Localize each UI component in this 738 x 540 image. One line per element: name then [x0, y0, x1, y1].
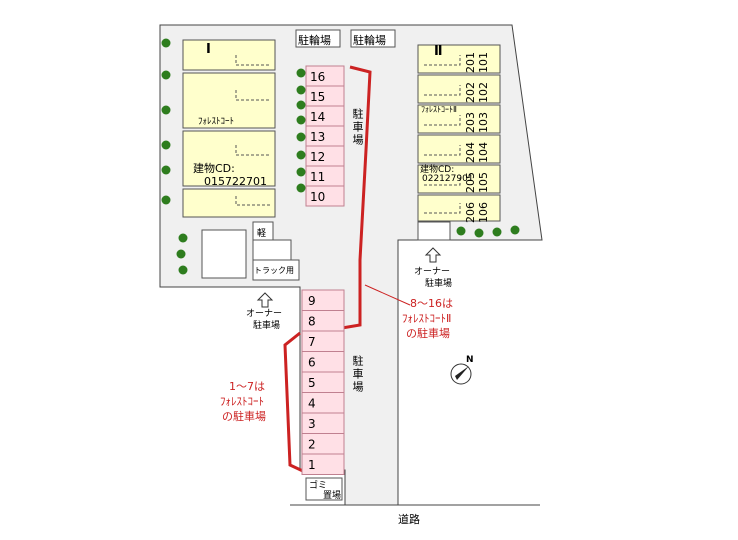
- room-number-101: 101: [477, 52, 490, 73]
- owner-box-2: [417, 221, 451, 241]
- building-1-code-label: 建物CD:: [193, 162, 235, 175]
- garbage-box: [305, 477, 343, 501]
- tree-icon: [296, 100, 306, 110]
- parking-space-10: [305, 185, 345, 207]
- north-compass: [450, 363, 472, 385]
- annotation-1-line1: 1～7は: [229, 380, 265, 393]
- parking-space-number: 11: [310, 170, 325, 184]
- tree-icon: [178, 265, 188, 275]
- room-number-206: 206: [464, 202, 477, 223]
- parking-space-number: 6: [308, 356, 316, 370]
- parking-space-number: 12: [310, 150, 325, 164]
- tree-icon: [296, 132, 306, 142]
- tree-icon: [178, 233, 188, 243]
- room-number-201: 201: [464, 52, 477, 73]
- owner-arrow-1: [256, 292, 274, 308]
- truck-label: トラック用: [254, 266, 294, 275]
- parking-south-label: 駐車場: [351, 355, 364, 394]
- building-2-dividers: [424, 55, 461, 214]
- parking-space-number: 16: [310, 70, 325, 84]
- room-number-103: 103: [477, 112, 490, 133]
- owner-parking-1-line2: 駐車場: [253, 321, 281, 331]
- parking-space-number: 1: [308, 458, 316, 472]
- north-label: N: [466, 355, 474, 365]
- building-1-dividers: [235, 55, 270, 206]
- room-number-204: 204: [464, 142, 477, 163]
- owner-arrow-2: [424, 247, 442, 263]
- kei-label: 軽: [257, 229, 267, 239]
- room-number-102: 102: [477, 82, 490, 103]
- owner-parking-2-line1: オーナー: [414, 267, 451, 277]
- bike-parking-label-1: 駐輪場: [298, 34, 331, 47]
- parking-space-number: 3: [308, 417, 316, 431]
- building-2-numeral: Ⅱ: [434, 44, 443, 59]
- parking-space-number: 2: [308, 438, 316, 452]
- building-2: [417, 44, 501, 222]
- tree-icon: [296, 183, 306, 193]
- tree-icon: [161, 70, 171, 80]
- tree-icon: [161, 165, 171, 175]
- tree-icon: [161, 140, 171, 150]
- garbage-line2: 置場: [323, 491, 342, 501]
- road-label: 道路: [398, 513, 420, 526]
- building-1-name: ﾌｫﾚｽﾄｺｰﾄ: [198, 117, 235, 127]
- parking-space-number: 4: [308, 397, 316, 411]
- annotation-1-line3: の駐車場: [222, 410, 266, 423]
- parking-space-number: 9: [308, 294, 316, 308]
- parking-space-1: [301, 453, 345, 475]
- annotation-2-line1: 8～16は: [410, 297, 453, 310]
- parking-space-number: 15: [310, 90, 325, 104]
- parking-space-number: 13: [310, 130, 325, 144]
- tree-icon: [161, 105, 171, 115]
- parking-north-label: 駐車場: [351, 108, 364, 147]
- room-number-203: 203: [464, 112, 477, 133]
- parking-space-number: 8: [308, 315, 316, 329]
- parking-space-number: 10: [310, 190, 325, 204]
- room-number-104: 104: [477, 142, 490, 163]
- building-1: [182, 39, 276, 218]
- building-2-name: ﾌｫﾚｽﾄｺｰﾄⅡ: [421, 105, 457, 114]
- room-number-105: 105: [477, 172, 490, 193]
- garbage-line1: ゴミ: [309, 481, 328, 491]
- truck-space: [252, 259, 300, 281]
- building-1-numeral: Ⅰ: [206, 42, 211, 57]
- room-number-106: 106: [477, 202, 490, 223]
- room-number-202: 202: [464, 82, 477, 103]
- annotation-line-1: [283, 331, 306, 474]
- tree-icon: [296, 68, 306, 78]
- annotation-arrow-2: [364, 284, 411, 306]
- annotation-1-line2: ﾌｫﾚｽﾄｺｰﾄ: [220, 395, 264, 408]
- building-2-code-label: 建物CD:: [420, 165, 455, 175]
- tree-icon: [456, 226, 466, 236]
- tree-icon: [296, 85, 306, 95]
- parking-space-number: 14: [310, 110, 325, 124]
- mid-space: [252, 239, 292, 261]
- tree-icon: [510, 225, 520, 235]
- parking-space-number: 5: [308, 376, 316, 390]
- building-1-code: 015722701: [204, 175, 267, 188]
- annotation-2-line2: ﾌｫﾚｽﾄｺｰﾄⅡ: [402, 312, 452, 325]
- building-2-code: 022127901: [422, 174, 474, 184]
- tree-icon: [176, 249, 186, 259]
- tree-icon: [296, 150, 306, 160]
- tree-icon: [161, 38, 171, 48]
- bike-parking-box-2: [350, 29, 396, 48]
- bike-parking-label-2: 駐輪場: [353, 34, 386, 47]
- room-number-205: 205: [464, 172, 477, 193]
- bike-parking-box-1: [295, 29, 341, 48]
- storage-box: [201, 229, 247, 279]
- owner-parking-2-line2: 駐車場: [425, 279, 453, 289]
- owner-parking-1-line1: オーナー: [246, 309, 283, 319]
- tree-icon: [474, 228, 484, 238]
- tree-icon: [296, 115, 306, 125]
- annotation-2-line3: の駐車場: [406, 327, 450, 340]
- tree-icon: [161, 195, 171, 205]
- parking-space-number: 7: [308, 335, 316, 349]
- tree-icon: [296, 167, 306, 177]
- tree-icon: [492, 227, 502, 237]
